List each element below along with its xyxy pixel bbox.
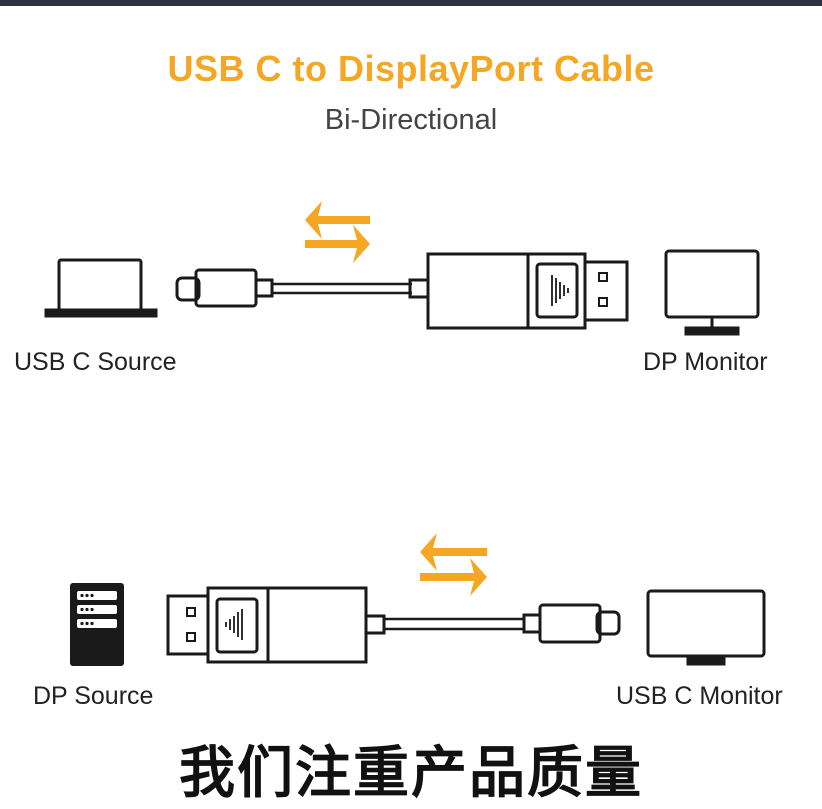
displayport-plug — [166, 586, 386, 664]
usb-c-monitor-label: USB C Monitor — [616, 682, 783, 710]
monitor-icon — [646, 589, 766, 666]
usb-c-plug — [522, 603, 621, 644]
usb-c-source-label: USB C Source — [14, 348, 177, 376]
page-subtitle: Bi-Directional — [324, 104, 498, 136]
bidirectional-arrow-icon — [420, 533, 487, 596]
bidirectional-arrow-icon — [305, 201, 370, 263]
dp-source-label: DP Source — [33, 682, 154, 710]
laptop-icon — [44, 258, 158, 318]
server-icon — [70, 583, 124, 666]
page-title: USB C to DisplayPort Cable — [167, 48, 655, 89]
displayport-plug — [408, 252, 629, 330]
top-bar — [0, 0, 822, 6]
monitor-icon — [664, 249, 760, 336]
dp-monitor-label: DP Monitor — [643, 348, 768, 376]
footer-slogan: 我们注重产品质量 — [179, 741, 643, 806]
cable-bottom — [384, 617, 524, 631]
usb-c-plug — [175, 268, 274, 308]
cable-top — [272, 282, 412, 295]
